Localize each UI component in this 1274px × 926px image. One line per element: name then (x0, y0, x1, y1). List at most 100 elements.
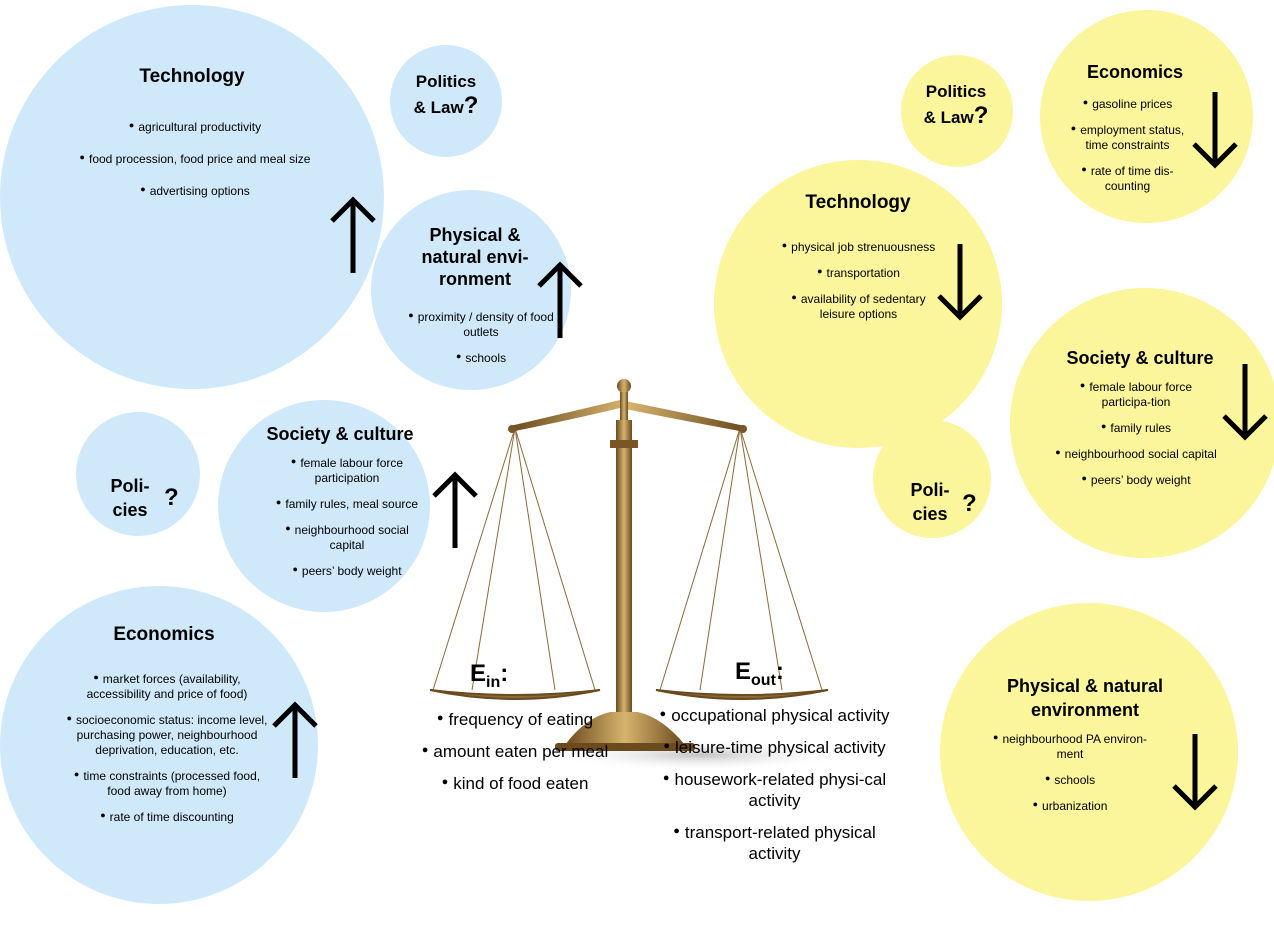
scale-column (616, 420, 632, 720)
right-policies-title: Poli- cies (900, 478, 960, 526)
energy-out-label: Eout: (735, 658, 784, 690)
question-mark-icon: ? (962, 490, 977, 517)
left-economics-list: market forces (availability, accessibili… (62, 670, 272, 834)
right-pan-chains (659, 427, 823, 691)
list-item: rate of time dis-counting (1070, 162, 1185, 194)
left-policies-title: Poli- cies (100, 474, 160, 522)
list-item: urbanization (990, 797, 1150, 814)
list-item: housework-related physi-cal activity (652, 768, 897, 811)
energy-in-colon: : (500, 660, 509, 687)
right-pan (655, 689, 829, 700)
left-society-list: female labour force participation family… (262, 454, 432, 588)
right-policies-circle (873, 420, 991, 538)
list-item: kind of food eaten (400, 772, 630, 794)
politics-line2: & Law? (396, 92, 496, 121)
list-item: neighbourhood PA environ-ment (990, 730, 1150, 762)
energy-in-list: frequency of eating amount eaten per mea… (400, 708, 630, 804)
right-economics-list: gasoline prices employment status, time … (1070, 95, 1185, 203)
politics-line2-text: & Law (413, 98, 464, 118)
left-physical-list: proximity / density of food outlets scho… (406, 308, 556, 375)
right-politics-circle (901, 55, 1013, 167)
physical-line1: Physical & (429, 225, 521, 245)
right-society-title: Society & culture (1066, 348, 1214, 368)
down-arrow-icon (1172, 734, 1218, 811)
scale-finial (617, 379, 631, 393)
policies-line1: Poli- (910, 480, 950, 500)
up-arrow-icon (432, 471, 478, 548)
list-item: family rules, meal source (262, 495, 432, 512)
down-arrow-icon (937, 244, 983, 321)
question-mark-icon: ? (463, 92, 479, 120)
left-politics-title: Politics & Law? (396, 72, 496, 121)
list-item: socioeconomic status: income level, purc… (62, 711, 272, 758)
left-society-title: Society & culture (266, 424, 414, 444)
list-item: proximity / density of food outlets (406, 308, 556, 340)
list-item: market forces (availability, accessibili… (62, 670, 272, 702)
list-item: schools (406, 349, 556, 366)
energy-in-e: E (470, 660, 487, 687)
left-politics-circle (390, 45, 502, 157)
physical-line2: natural envi- (421, 247, 529, 267)
list-item: advertising options (70, 182, 320, 199)
scale-pointer (620, 392, 628, 422)
left-policies-circle (76, 412, 200, 536)
left-technology-list: agricultural productivity food processio… (70, 118, 320, 208)
up-arrow-icon (537, 261, 583, 338)
right-politics-title: Politics & Law? (906, 82, 1006, 131)
list-item: female labour force participation (262, 454, 432, 486)
list-item: amount eaten per meal (400, 740, 630, 762)
politics-line1: Politics (415, 72, 477, 91)
down-arrow-icon (1192, 92, 1238, 169)
physical-line3: ronment (439, 269, 511, 289)
energy-out-list: occupational physical activity leisure-t… (652, 704, 897, 874)
question-mark-icon: ? (973, 102, 989, 130)
list-item: availability of sedentary leisure option… (766, 290, 951, 322)
energy-out-colon: : (775, 658, 784, 685)
politics-line2: & Law? (906, 102, 1006, 131)
energy-out-e: E (735, 658, 752, 685)
list-item: occupational physical activity (652, 704, 897, 726)
politics-line2-text: & Law (923, 108, 974, 128)
list-item: rate of time discounting (62, 808, 272, 825)
down-arrow-icon (1222, 364, 1268, 441)
list-item: neighbourhood social capital (1046, 445, 1226, 462)
right-physical-title: Physical & natural environment (1006, 676, 1164, 720)
right-physical-list: neighbourhood PA environ-ment schools ur… (990, 730, 1150, 823)
right-technology-list: physical job strenuousness transportatio… (766, 238, 951, 331)
left-pan-chains (432, 427, 596, 691)
list-item: peers’ body weight (1046, 471, 1226, 488)
scale-column-ring (610, 440, 638, 448)
up-arrow-icon (272, 701, 318, 778)
list-item: time constraints (processed food, food a… (62, 767, 272, 799)
up-arrow-icon (330, 196, 376, 273)
energy-out-sub: out (751, 671, 776, 689)
left-pan (429, 689, 601, 700)
list-item: food procession, food price and meal siz… (70, 150, 320, 167)
list-item: female labour force participa-tion (1046, 378, 1226, 410)
list-item: transportation (766, 264, 951, 281)
left-technology-title: Technology (139, 66, 245, 87)
energy-in-label: Ein: (470, 660, 508, 692)
list-item: agricultural productivity (70, 118, 320, 135)
list-item: employment status, time constraints (1070, 121, 1185, 153)
left-physical-title: Physical & natural envi- ronment (410, 224, 540, 290)
right-technology-title: Technology (805, 192, 911, 213)
list-item: neighbourhood social capital (262, 521, 432, 553)
policies-line2: cies (912, 504, 948, 524)
list-item: transport-related physical activity (652, 821, 897, 864)
list-item: physical job strenuousness (766, 238, 951, 255)
policies-line1: Poli- (110, 476, 150, 496)
policies-line2: cies (112, 500, 148, 520)
list-item: family rules (1046, 419, 1226, 436)
beam-end-left (508, 425, 516, 433)
list-item: gasoline prices (1070, 95, 1185, 112)
question-mark-icon: ? (164, 484, 179, 511)
list-item: leisure-time physical activity (652, 736, 897, 758)
list-item: peers’ body weight (262, 562, 432, 579)
politics-line1: Politics (925, 82, 987, 101)
left-economics-title: Economics (113, 624, 215, 645)
list-item: frequency of eating (400, 708, 630, 730)
beam-end-right (739, 425, 747, 433)
right-economics-title: Economics (1086, 62, 1184, 82)
right-society-list: female labour force participa-tion famil… (1046, 378, 1226, 497)
